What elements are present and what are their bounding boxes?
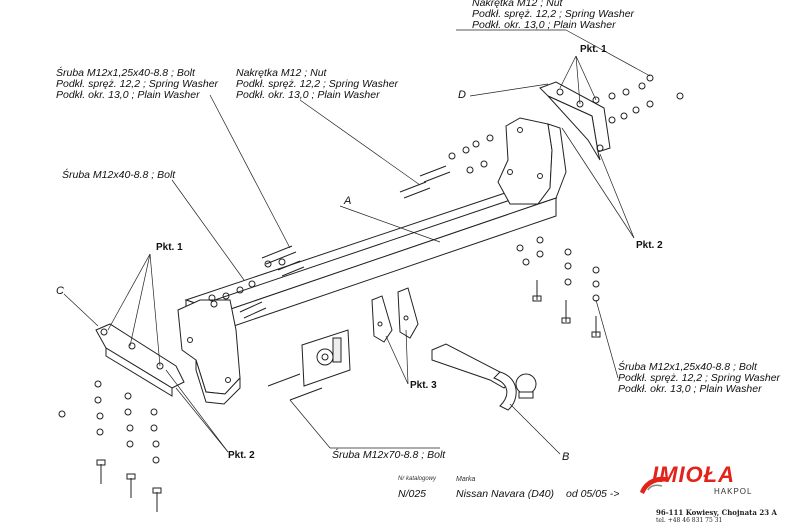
company-phone: tel. +48 46 831 75 31 xyxy=(656,517,723,524)
top-right-nut-label: Nakrętka M12 ; Nut Podkł. spręż. 12,2 ; … xyxy=(472,0,634,31)
pkt2-right-label: Pkt. 2 xyxy=(636,240,663,251)
bolts-right-lower xyxy=(516,236,601,338)
catalog-number: N/025 xyxy=(398,488,427,500)
bolts-left-lower xyxy=(58,380,162,512)
top-left-bolt-label: Śruba M12x1,25x40-8.8 ; Bolt Podkł. sprę… xyxy=(56,68,218,101)
label-line: Podkł. spręż. 12,2 ; Spring Washer xyxy=(618,372,781,384)
pkt3-label: Pkt. 3 xyxy=(410,380,437,391)
pkt2-left-label: Pkt. 2 xyxy=(228,450,255,461)
label-line: Podkł. spręż. 12,2 ; Spring Washer xyxy=(472,8,635,20)
hitch-mount-brackets xyxy=(371,287,419,343)
right-side-bracket xyxy=(497,117,567,205)
imiola-logo-icon xyxy=(640,476,670,494)
label-line: Śruba M12x1,25x40-8.8 ; Bolt xyxy=(56,67,195,79)
bolts-left-upper xyxy=(208,245,305,319)
label-line: Nakrętka M12 ; Nut xyxy=(236,67,327,79)
left-vehicle-plate xyxy=(95,323,185,397)
bolt-m12x70-label: Śruba M12x70-8.8 ; Bolt xyxy=(332,449,446,461)
pkt1-top-label: Pkt. 1 xyxy=(580,44,607,55)
label-line: Podkł. okr. 13,0 ; Plain Washer xyxy=(472,19,616,31)
catalog-caption: Nr katalogowy xyxy=(398,476,437,482)
company-address: 96-111 Kowiesy, Chojnata 23 A xyxy=(656,508,777,517)
label-line: Nakrętka M12 ; Nut xyxy=(472,0,563,9)
bolts-right-upper xyxy=(399,74,684,199)
brand-logo-text: IMIOŁA xyxy=(652,462,735,487)
label-line: Podkł. okr. 13,0 ; Plain Washer xyxy=(618,383,762,395)
label-line: Podkł. spręż. 12,2 ; Spring Washer xyxy=(236,78,399,90)
top-middle-nut-label: Nakrętka M12 ; Nut Podkł. spręż. 12,2 ; … xyxy=(236,68,398,101)
bolts-bottom-center xyxy=(267,373,323,401)
center-mount-plate xyxy=(301,329,351,387)
label-line: Śruba M12x1,25x40-8.8 ; Bolt xyxy=(618,361,757,373)
part-letter-b: B xyxy=(562,451,570,463)
label-line: Podkł. okr. 13,0 ; Plain Washer xyxy=(236,89,380,101)
pkt1-left-label: Pkt. 1 xyxy=(156,242,183,253)
left-side-bracket xyxy=(177,299,241,405)
part-letter-c: C xyxy=(56,285,64,297)
tow-ball-hitch xyxy=(431,343,537,411)
part-letter-a: A xyxy=(344,195,352,207)
label-line: Podkł. okr. 13,0 ; Plain Washer xyxy=(56,89,200,101)
label-line: Podkł. spręż. 12,2 ; Spring Washer xyxy=(56,78,219,90)
vehicle-name: Nissan Navara (D40) xyxy=(456,488,555,500)
brand-logo-sub: HAKPOL xyxy=(714,487,753,496)
bottom-right-bolt-label: Śruba M12x1,25x40-8.8 ; Bolt Podkł. sprę… xyxy=(618,362,780,395)
brand-caption: Marka xyxy=(456,476,476,483)
vehicle-date: od 05/05 -> xyxy=(566,488,620,500)
right-vehicle-plate xyxy=(539,81,611,161)
crossbar-beam xyxy=(184,187,558,331)
part-letter-d: D xyxy=(458,89,466,101)
bolt-m12x40-label: Śruba M12x40-8.8 ; Bolt xyxy=(62,169,176,181)
